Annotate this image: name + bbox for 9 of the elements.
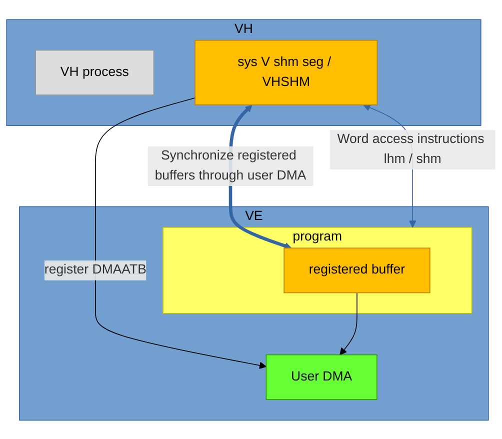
node-box: sys V shm seg / VHSHM [194,39,378,105]
edge-label: Synchronize registered buffers through user DMA [154,148,306,182]
node-box: registered buffer [284,247,430,293]
node-box: User DMA [266,354,378,400]
node-box: VH process [35,49,154,95]
edge-label: register DMAATB [44,262,146,277]
arrow [95,97,267,369]
edge-label: Word access instructions lhm / shm [337,132,484,166]
arrow [340,292,358,355]
